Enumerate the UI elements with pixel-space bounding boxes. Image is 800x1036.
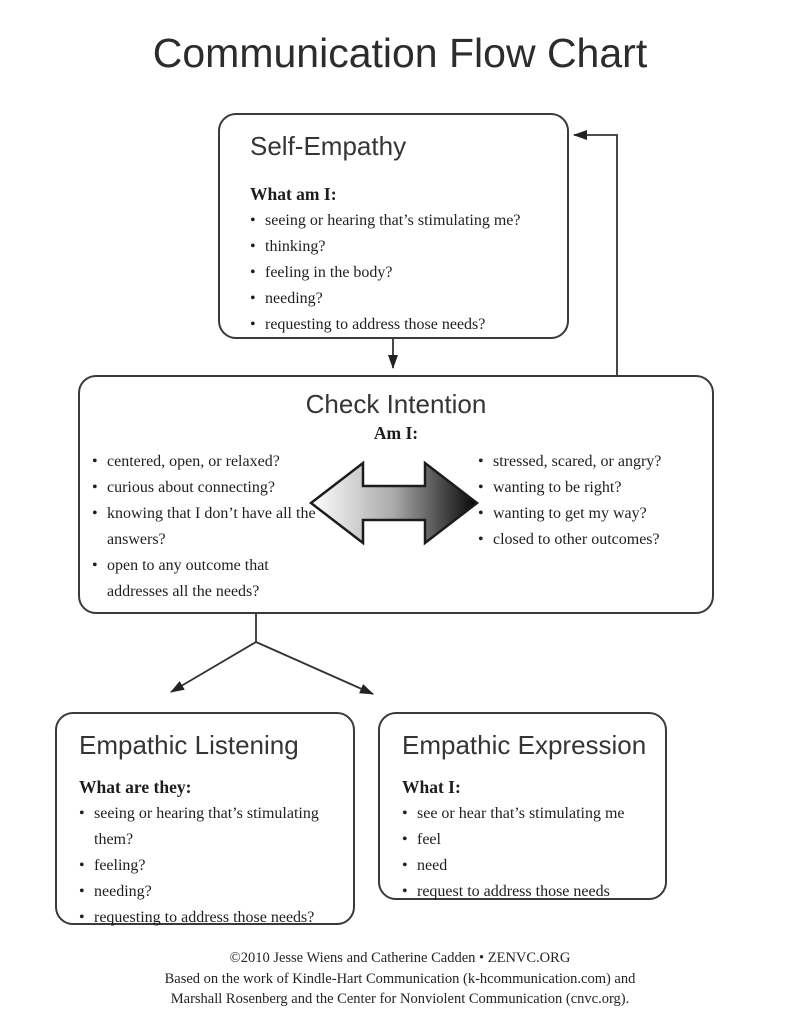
- check-intention-right-list: stressed, scared, or angry? wanting to b…: [478, 449, 706, 553]
- footer-line: Based on the work of Kindle-Hart Communi…: [164, 970, 636, 987]
- list-item: feeling in the body?: [250, 260, 557, 286]
- empathic-listening-heading: Empathic Listening: [79, 730, 299, 760]
- list-item: wanting to be right?: [478, 475, 706, 501]
- list-item: knowing that I don’t have all the answer…: [92, 501, 324, 553]
- list-item: needing?: [79, 879, 341, 905]
- list-item: request to address those needs: [402, 879, 653, 905]
- empathic-expression-list: see or hear that’s stimulating me feel n…: [402, 801, 653, 905]
- list-item: open to any outcome that addresses all t…: [92, 553, 324, 605]
- list-item: see or hear that’s stimulating me: [402, 801, 653, 827]
- footer-line: ©2010 Jesse Wiens and Catherine Cadden •…: [229, 950, 571, 966]
- bidirectional-gradient-arrow-icon: [308, 460, 480, 546]
- empathic-expression-lead: What I:: [402, 777, 461, 797]
- self-empathy-heading: Self-Empathy: [250, 131, 407, 161]
- footer-credits: ©2010 Jesse Wiens and Catherine Cadden •…: [0, 948, 800, 1010]
- list-item: requesting to address those needs?: [79, 905, 341, 931]
- check-intention-box: Check Intention Am I: centered, open, or…: [78, 375, 714, 614]
- list-item: seeing or hearing that’s stimulating the…: [79, 801, 341, 853]
- check-intention-left-list: centered, open, or relaxed? curious abou…: [92, 449, 324, 605]
- empathic-listening-lead: What are they:: [79, 777, 192, 797]
- list-item: seeing or hearing that’s stimulating me?: [250, 208, 557, 234]
- list-item: feel: [402, 827, 653, 853]
- empathic-listening-list: seeing or hearing that’s stimulating the…: [79, 801, 341, 931]
- footer-line: Marshall Rosenberg and the Center for No…: [170, 991, 630, 1007]
- empathic-expression-box: Empathic Expression What I: see or hear …: [378, 712, 667, 905]
- check-intention-lead: Am I:: [373, 423, 419, 443]
- empathic-expression-heading: Empathic Expression: [402, 730, 647, 760]
- list-item: need: [402, 853, 653, 879]
- list-item: needing?: [250, 286, 557, 312]
- self-empathy-list: seeing or hearing that’s stimulating me?…: [250, 208, 557, 338]
- list-item: wanting to get my way?: [478, 501, 706, 527]
- arrow-to-empathic-expression: [255, 641, 374, 695]
- list-item: thinking?: [250, 234, 557, 260]
- self-empathy-lead: What am I:: [250, 184, 337, 204]
- arrow-to-empathic-listening: [170, 641, 257, 693]
- list-item: curious about connecting?: [92, 475, 324, 501]
- list-item: feeling?: [79, 853, 341, 879]
- page-title: Communication Flow Chart: [152, 30, 648, 76]
- list-item: stressed, scared, or angry?: [478, 449, 706, 475]
- check-intention-heading: Check Intention: [305, 389, 487, 419]
- empathic-listening-box: Empathic Listening What are they: seeing…: [55, 712, 355, 931]
- feedback-arrow-check-intention-to-self-empathy: [573, 130, 618, 375]
- list-item: centered, open, or relaxed?: [92, 449, 324, 475]
- self-empathy-box: Self-Empathy What am I: seeing or hearin…: [218, 113, 569, 339]
- list-item: requesting to address those needs?: [250, 312, 557, 338]
- list-item: closed to other outcomes?: [478, 527, 706, 553]
